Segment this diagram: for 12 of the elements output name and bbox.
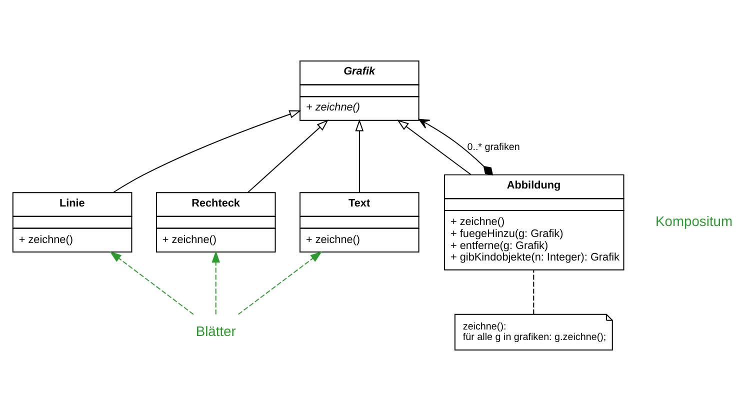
edge-label: 0..* grafiken [467, 142, 520, 154]
arrow [112, 110, 302, 193]
arrow [418, 118, 494, 176]
node-text: Blätter [196, 322, 236, 339]
arrow [212, 250, 220, 315]
arrow [355, 119, 364, 194]
arrow [396, 120, 472, 176]
arrow [247, 120, 329, 194]
arrow [238, 251, 322, 315]
connector [533, 269, 534, 315]
arrow [110, 251, 194, 315]
label: Kompositum [656, 212, 733, 229]
